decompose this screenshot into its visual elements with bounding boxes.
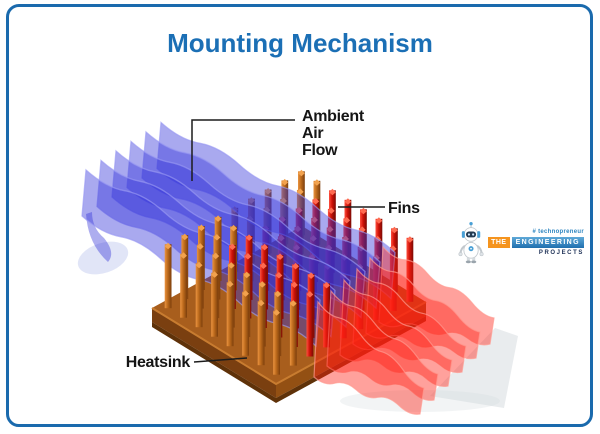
leader-lines	[191, 119, 385, 363]
logo-word-projects: PROJECTS	[538, 249, 584, 256]
ambient-leader-line	[191, 119, 295, 181]
hot-air-stream	[313, 245, 518, 415]
robot-mascot-icon	[458, 221, 484, 264]
brand-logo: # technopreneur THE ENGINEERING PROJECTS	[456, 217, 584, 267]
label-fins: Fins	[388, 200, 420, 217]
label-heatsink: Heatsink	[126, 354, 191, 371]
label-ambient-line1: Ambient	[302, 108, 365, 125]
logo-word-the: THE	[488, 236, 510, 248]
label-ambient-line2: Air	[302, 125, 323, 142]
heatsink-front-pins	[164, 215, 330, 375]
heatsink-leader-line	[193, 357, 248, 363]
logo-tagline: # technopreneur	[532, 228, 584, 235]
page-title: Mounting Mechanism	[167, 28, 433, 58]
diagram-labels: Ambient Air Flow Fins Heatsink	[126, 108, 421, 371]
label-ambient-line3: Flow	[302, 142, 338, 159]
logo-word-engineering: ENGINEERING	[511, 236, 584, 248]
